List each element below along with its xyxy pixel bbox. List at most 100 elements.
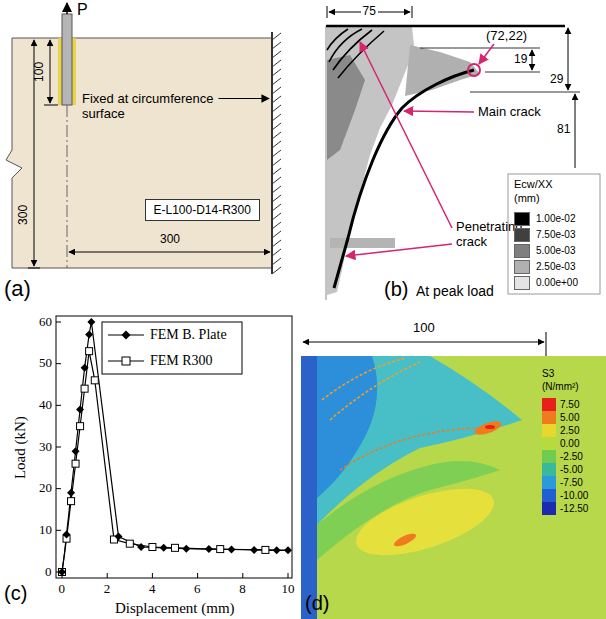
legend-swatch xyxy=(542,476,556,489)
crack-pattern xyxy=(404,111,474,112)
crack-pattern xyxy=(338,31,384,78)
hatch-line xyxy=(272,42,281,49)
stress-contour xyxy=(330,362,420,420)
hatch-line xyxy=(272,60,281,67)
colorbar-title: S3 xyxy=(542,368,554,380)
stress-contour xyxy=(301,356,317,619)
crack-pattern xyxy=(326,6,600,300)
hatch-line xyxy=(272,159,281,166)
tick-label: 10 xyxy=(39,523,52,538)
legend-label: FEM B. Plate xyxy=(150,327,227,343)
hatch-line xyxy=(272,249,281,256)
tick-label: 0 xyxy=(45,565,52,580)
tick xyxy=(56,405,61,406)
pullout-specimen xyxy=(58,38,62,105)
legend-label: 2.50 xyxy=(560,425,579,437)
tick xyxy=(242,573,243,578)
crack-pattern xyxy=(532,50,533,70)
legend-sample xyxy=(108,357,144,365)
curve-bplate xyxy=(62,322,288,572)
dimension: 300 xyxy=(160,233,180,247)
crack-pattern xyxy=(508,174,600,294)
legend-label: 5.00e-03 xyxy=(536,245,575,257)
diamond-marker xyxy=(72,447,80,455)
crack-pattern xyxy=(468,64,480,76)
crack-pattern xyxy=(470,92,580,93)
legend-label: -12.50 xyxy=(560,503,588,515)
square-marker xyxy=(149,543,156,550)
legend-swatch xyxy=(514,244,530,258)
square-marker xyxy=(122,357,130,365)
hatch-line xyxy=(272,168,281,175)
tick-label: 2 xyxy=(104,582,111,597)
colorbar-unit: (N/mm²) xyxy=(542,381,579,393)
diamond-marker xyxy=(122,331,131,340)
stress-contour xyxy=(303,342,544,343)
diamond-marker xyxy=(85,330,93,338)
legend-label: 0.00 xyxy=(560,438,579,450)
diamond-marker xyxy=(67,489,75,497)
leader-arrow xyxy=(219,98,270,99)
pullout-specimen xyxy=(62,14,72,105)
crack-pattern xyxy=(420,48,540,49)
legend-sample xyxy=(108,331,144,340)
load-symbol: P xyxy=(77,1,88,19)
legend-label: 5.00 xyxy=(560,412,579,424)
legend-label: 2.50e-03 xyxy=(536,261,575,273)
diamond-marker xyxy=(58,568,66,576)
legend-label: -5.00 xyxy=(560,464,583,476)
load-displacement-chart xyxy=(56,316,292,578)
crack-callout: Main crack xyxy=(478,105,541,120)
stress-contour xyxy=(348,475,501,569)
curve-r300 xyxy=(62,351,288,572)
dimension: 100 xyxy=(411,321,437,336)
tick xyxy=(56,446,61,447)
legend-label: -10.00 xyxy=(560,490,588,502)
legend-label: 0.00e+00 xyxy=(536,277,578,289)
diamond-marker xyxy=(182,545,190,553)
diamond-marker xyxy=(76,405,84,413)
tick xyxy=(288,573,289,578)
diamond-marker xyxy=(160,544,168,552)
legend-swatch xyxy=(542,411,556,424)
panel-letter: (d) xyxy=(305,592,329,615)
diamond-marker xyxy=(273,546,281,554)
pullout-specimen xyxy=(69,252,270,253)
hatch-line xyxy=(272,267,281,274)
square-marker xyxy=(91,377,98,384)
tick-label: 40 xyxy=(39,398,52,413)
specimen-label-box: E-L100-D14-R300 xyxy=(145,199,260,221)
hatch-line xyxy=(272,177,281,184)
panel-letter: (c) xyxy=(4,582,27,605)
tick xyxy=(56,363,61,364)
square-marker xyxy=(81,385,88,392)
legend-swatch xyxy=(542,502,556,515)
crack-pattern xyxy=(346,244,452,256)
hatch-line xyxy=(272,132,281,139)
tick-label: 50 xyxy=(39,356,52,371)
tick xyxy=(56,530,61,531)
stress-contour xyxy=(546,332,547,356)
legend-label: 7.50e-03 xyxy=(536,229,575,241)
pullout-specimen xyxy=(50,40,51,103)
panel-letter: (b) xyxy=(384,278,408,301)
pullout-specimen xyxy=(72,38,76,105)
square-marker xyxy=(262,546,269,553)
dimension: 81 xyxy=(557,123,570,137)
legend-swatch xyxy=(542,463,556,476)
tick xyxy=(56,488,61,489)
legend-label: 7.50 xyxy=(560,399,579,411)
crack-pattern xyxy=(334,70,474,288)
dimension: 75 xyxy=(361,5,378,19)
hatch-line xyxy=(272,213,281,220)
dimension: 19 xyxy=(514,53,527,67)
legend-swatch xyxy=(514,228,530,242)
hatch-line xyxy=(272,33,281,40)
hatch-line xyxy=(272,204,281,211)
legend-swatch xyxy=(542,489,556,502)
hatch-line xyxy=(272,186,281,193)
tick xyxy=(56,321,61,322)
dimension: 300 xyxy=(17,205,31,225)
colorbar-unit: (mm) xyxy=(514,192,540,205)
